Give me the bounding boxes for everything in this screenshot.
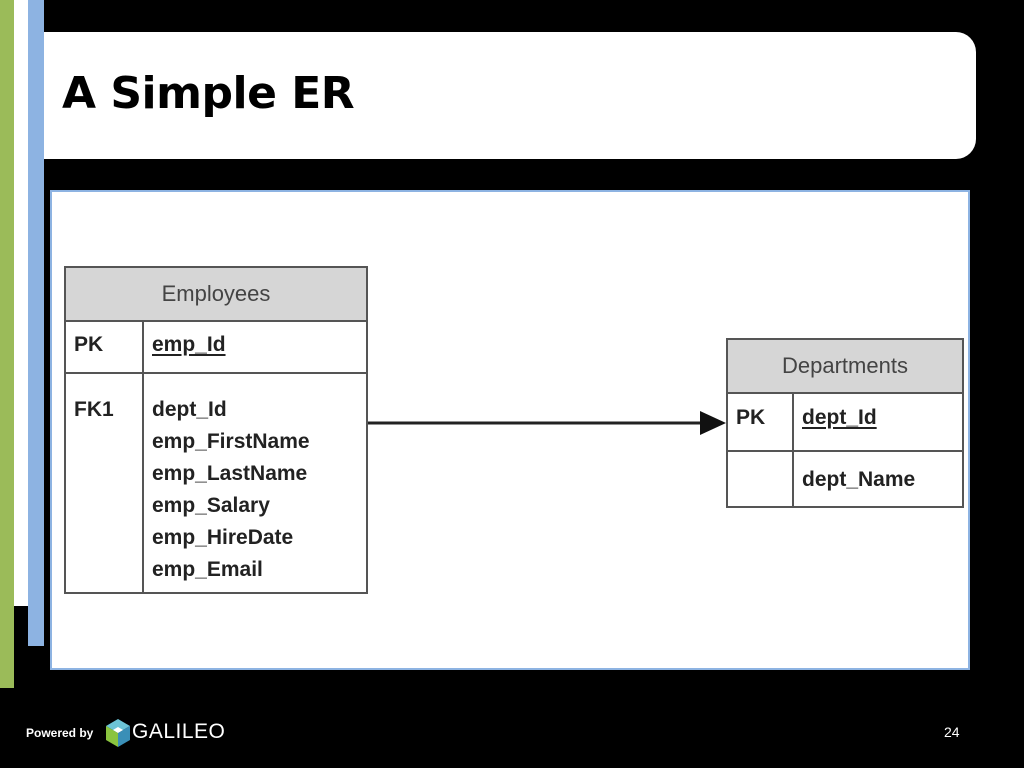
slide-number: 24 [944, 724, 960, 740]
employees-attribute: emp_HireDate [152, 526, 294, 549]
employees-attribute: emp_Email [152, 558, 263, 581]
employees-attribute: emp_FirstName [152, 430, 310, 453]
entity-departments: Departments PK dept_Id dept_Name [726, 338, 964, 508]
green-accent-bar [0, 0, 14, 688]
relationship-connector [368, 411, 726, 435]
employees-attribute: emp_LastName [152, 462, 308, 485]
employees-attributes-row: FK1 dept_Id emp_FirstName emp_LastName e… [66, 372, 366, 592]
departments-attribute: dept_Name [802, 468, 916, 491]
departments-attributes-row: dept_Name [728, 450, 962, 506]
title-panel: A Simple ER [44, 32, 976, 159]
departments-pk-row: PK dept_Id [728, 392, 962, 450]
relationship-arrowhead [700, 411, 726, 435]
employees-fk-key: FK1 [66, 374, 144, 592]
employees-pk-key: PK [66, 320, 144, 372]
slide-title: A Simple ER [62, 68, 355, 119]
employees-header: Employees [66, 268, 366, 322]
employees-pk-row: PK emp_Id [66, 320, 366, 372]
galileo-brand: GALILEO [132, 720, 226, 743]
departments-pk-attr-cell: dept_Id [794, 392, 962, 450]
employees-attribute-list: dept_Id emp_FirstName emp_LastName emp_S… [144, 374, 366, 592]
cube-logo-icon [106, 719, 130, 747]
departments-pk-key: PK [728, 392, 794, 450]
employees-pk-attr-cell: emp_Id [144, 320, 366, 372]
er-diagram-panel: Employees PK emp_Id FK1 dept_Id emp_Firs… [50, 190, 970, 670]
powered-by-label: Powered by [26, 726, 94, 740]
employees-attribute: dept_Id [152, 398, 227, 421]
employees-pk-attr: emp_Id [152, 333, 226, 356]
departments-header: Departments [728, 340, 962, 394]
departments-empty-key [728, 452, 794, 506]
employees-attribute: emp_Salary [152, 494, 270, 517]
departments-pk-attr: dept_Id [802, 406, 877, 429]
white-accent-bar [14, 0, 28, 606]
blue-accent-bar [28, 0, 44, 646]
entity-employees: Employees PK emp_Id FK1 dept_Id emp_Firs… [64, 266, 368, 594]
